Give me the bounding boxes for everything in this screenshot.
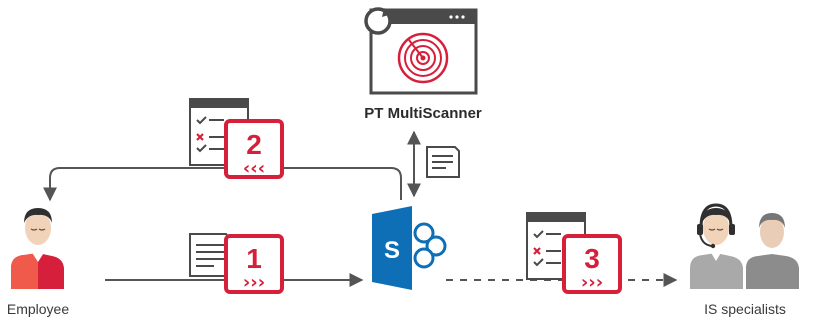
sharepoint-letter: S: [384, 237, 400, 264]
step-1-arrows: ›››: [243, 272, 265, 293]
person-icon: [690, 208, 743, 289]
step-3-number: 3: [584, 243, 600, 274]
target-icon: [397, 32, 449, 84]
step-2-number: 2: [246, 129, 262, 160]
sharepoint-icon: S: [372, 206, 447, 290]
person-icon: [11, 208, 64, 289]
step-1-number: 1: [246, 243, 262, 274]
employee-label: Employee: [7, 301, 69, 317]
document-icon: [426, 146, 460, 178]
scanner-window-icon: [369, 8, 478, 95]
refresh-icon: [364, 7, 392, 35]
headset-icon: [697, 203, 735, 249]
scanner-label: PT MultiScanner: [364, 105, 482, 122]
step-2-arrows: ‹‹‹: [243, 158, 265, 179]
step-2-badge: 2 ‹‹‹: [224, 119, 284, 179]
person-icon: [746, 213, 799, 289]
step-3-arrows: ›››: [581, 272, 603, 293]
step-3-badge: 3 ›››: [562, 234, 622, 294]
step-1-badge: 1 ›››: [224, 234, 284, 294]
specialists-label: IS specialists: [704, 301, 786, 317]
